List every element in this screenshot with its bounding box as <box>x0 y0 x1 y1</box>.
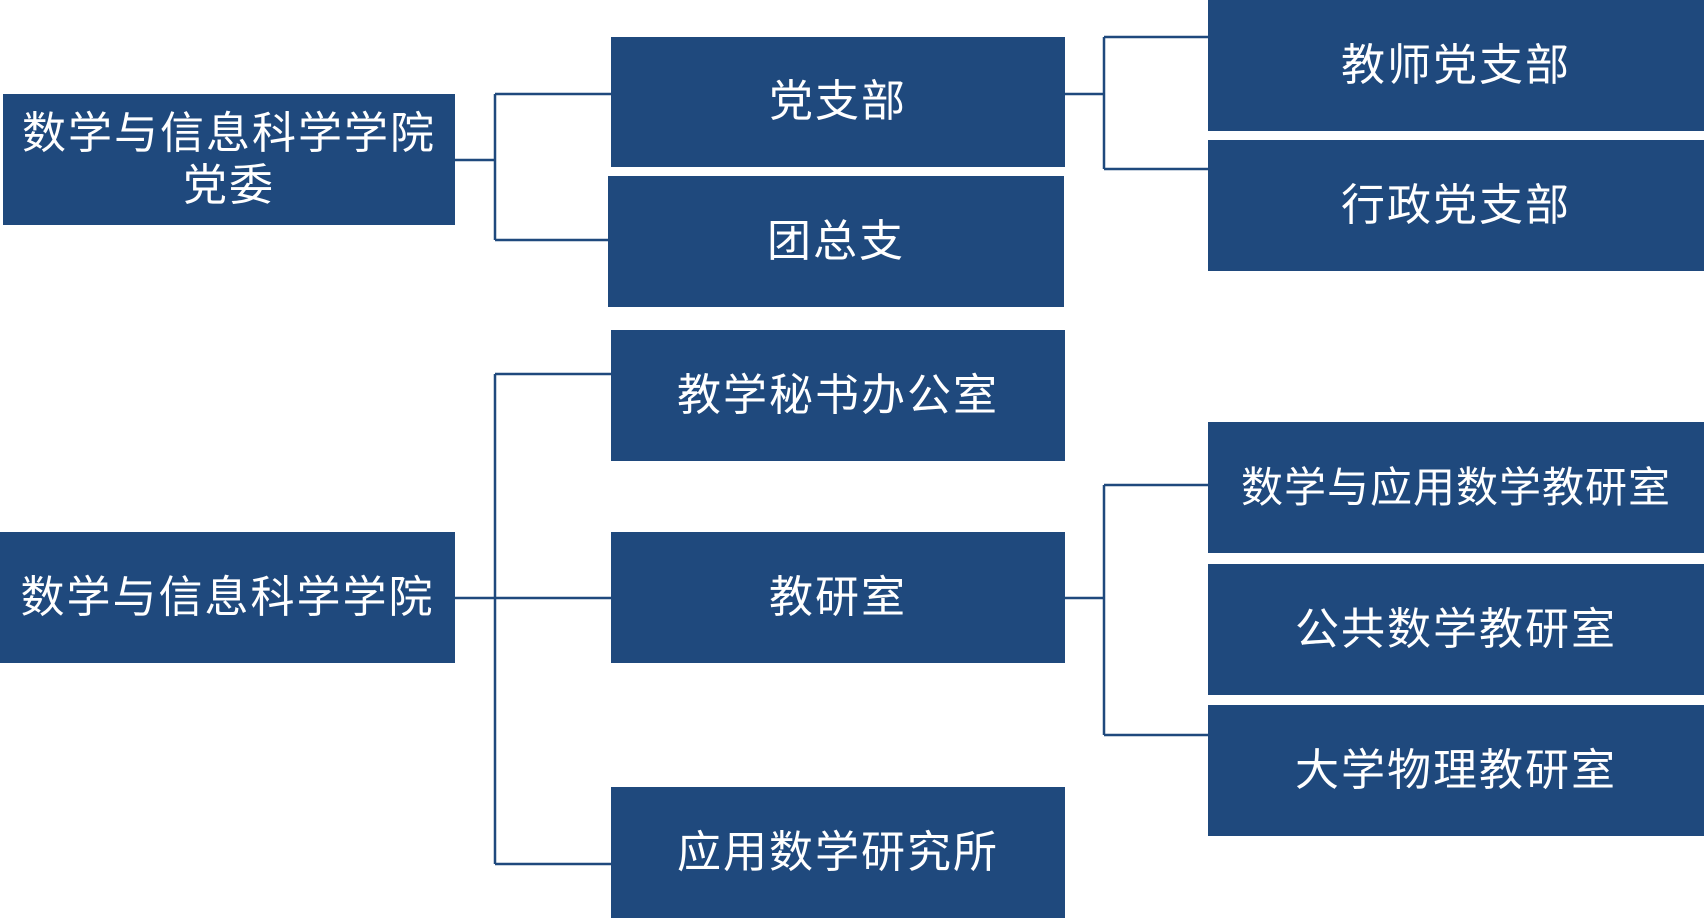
college-label: 数学与信息科学学院 <box>20 571 435 623</box>
party-committee-node: 数学与信息科学学院 党委 <box>3 94 455 225</box>
teacher-branch-label: 教师党支部 <box>1341 39 1571 91</box>
research-rooms-node: 教研室 <box>611 532 1065 663</box>
party-committee-line2: 党委 <box>183 159 275 211</box>
youth-league-node: 团总支 <box>608 176 1064 307</box>
youth-league-label: 团总支 <box>767 215 905 267</box>
math-room-label: 数学与应用数学教研室 <box>1240 462 1671 512</box>
party-branch-label: 党支部 <box>769 76 907 127</box>
math-room-node: 数学与应用数学教研室 <box>1208 422 1704 553</box>
applied-math-institute-label: 应用数学研究所 <box>677 826 999 878</box>
research-rooms-label: 教研室 <box>769 571 907 623</box>
public-math-room-node: 公共数学教研室 <box>1208 564 1704 695</box>
party-committee-line1: 数学与信息科学学院 <box>22 107 436 159</box>
physics-room-node: 大学物理教研室 <box>1208 705 1704 836</box>
teaching-office-label: 教学秘书办公室 <box>677 369 999 421</box>
admin-branch-node: 行政党支部 <box>1208 140 1704 271</box>
teaching-office-node: 教学秘书办公室 <box>611 330 1065 461</box>
college-node: 数学与信息科学学院 <box>0 532 455 663</box>
party-branch-node: 党支部 <box>611 37 1065 167</box>
physics-room-label: 大学物理教研室 <box>1295 744 1617 796</box>
admin-branch-label: 行政党支部 <box>1341 179 1571 231</box>
applied-math-institute-node: 应用数学研究所 <box>611 787 1065 918</box>
public-math-room-label: 公共数学教研室 <box>1295 603 1617 655</box>
teacher-branch-node: 教师党支部 <box>1208 0 1704 131</box>
